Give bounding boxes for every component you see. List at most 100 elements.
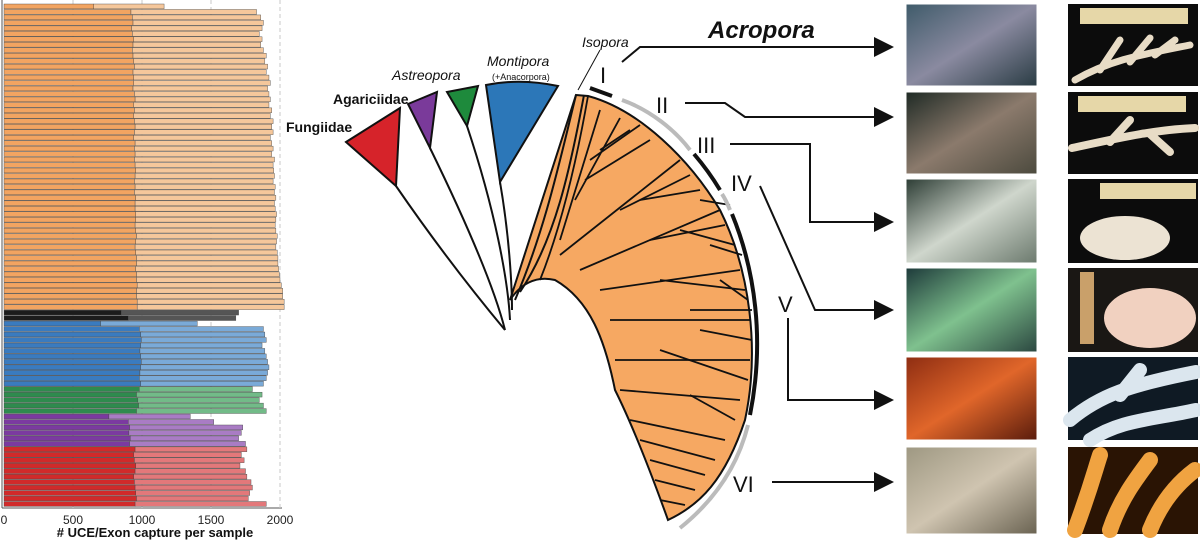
bar-exon bbox=[3, 249, 136, 256]
bar-exon bbox=[3, 479, 135, 485]
bar-uce bbox=[136, 260, 279, 267]
bar-exon bbox=[3, 381, 141, 387]
arrow-clade-III bbox=[730, 143, 894, 232]
x-tick-label: 1500 bbox=[198, 513, 225, 527]
bar-uce bbox=[141, 359, 268, 365]
bar-exon bbox=[3, 419, 129, 425]
clade-label-IV: IV bbox=[731, 171, 752, 196]
bar-exon bbox=[3, 315, 129, 321]
bar-uce bbox=[136, 299, 285, 305]
bar-uce bbox=[132, 20, 264, 26]
astreopora-triangle bbox=[445, 84, 480, 129]
bar-uce bbox=[132, 42, 261, 48]
bar-exon bbox=[3, 63, 135, 70]
bar-exon bbox=[3, 435, 131, 441]
bar-exon bbox=[3, 402, 139, 409]
bar-exon bbox=[3, 9, 132, 15]
bar-exon bbox=[3, 484, 136, 491]
bar-uce bbox=[139, 348, 266, 354]
bar-uce bbox=[134, 107, 272, 113]
bar-exon bbox=[3, 167, 136, 174]
clade-arc-V bbox=[730, 213, 760, 416]
bar-exon bbox=[3, 206, 136, 212]
bar-uce bbox=[135, 217, 277, 223]
bar-exon bbox=[3, 293, 137, 299]
arrow-clade-II bbox=[685, 102, 894, 127]
bar-uce bbox=[136, 495, 249, 502]
bar-uce bbox=[135, 227, 277, 234]
clade-arc-IV bbox=[720, 192, 732, 211]
bar-exon bbox=[3, 501, 136, 507]
bar-uce bbox=[133, 452, 242, 458]
bar-exon bbox=[3, 342, 141, 349]
bar-exon bbox=[3, 337, 142, 343]
bar-uce bbox=[133, 80, 271, 86]
bar-exon bbox=[3, 178, 135, 185]
bar-uce bbox=[135, 238, 277, 245]
bar-exon bbox=[3, 386, 140, 392]
bar-uce bbox=[128, 430, 242, 436]
bar-uce bbox=[133, 74, 270, 81]
bar-exon bbox=[3, 151, 136, 157]
bar-uce bbox=[129, 441, 246, 447]
bar-exon bbox=[3, 364, 141, 370]
bar-exon bbox=[3, 463, 136, 469]
bar-uce bbox=[134, 222, 276, 228]
bar-uce bbox=[130, 435, 239, 441]
bar-uce bbox=[132, 53, 267, 59]
bar-exon bbox=[3, 145, 135, 152]
label-montipora: Montipora bbox=[487, 53, 549, 69]
bar-exon bbox=[3, 424, 130, 431]
bar-exon bbox=[3, 58, 134, 64]
bar-uce bbox=[135, 266, 279, 272]
clade-arc-I bbox=[589, 86, 613, 98]
bar-exon bbox=[3, 271, 137, 277]
clade-label-III: III bbox=[697, 133, 715, 158]
label-acropora: Acropora bbox=[707, 17, 815, 44]
bar-uce bbox=[121, 309, 239, 316]
bar-exon bbox=[3, 3, 94, 10]
bar-uce bbox=[134, 96, 271, 103]
bar-exon bbox=[3, 413, 110, 420]
bar-exon bbox=[3, 222, 136, 228]
bar-uce bbox=[134, 63, 268, 70]
bar-uce bbox=[127, 419, 214, 425]
bar-uce bbox=[93, 3, 165, 10]
clade-arc-II bbox=[621, 98, 692, 152]
tree-backbone bbox=[395, 94, 585, 331]
bar-exon bbox=[3, 288, 137, 294]
acropora-clade-fill bbox=[509, 93, 753, 522]
bar-exon bbox=[3, 282, 138, 288]
bar-exon bbox=[3, 391, 137, 398]
bar-uce bbox=[134, 173, 275, 179]
chart-x-axis-label: # UCE/Exon capture per sample bbox=[57, 525, 254, 540]
bar-exon bbox=[3, 266, 136, 272]
clade-label-II: II bbox=[656, 93, 668, 118]
bar-uce bbox=[134, 129, 274, 135]
bar-exon bbox=[3, 74, 134, 81]
agariciidae-triangle bbox=[406, 90, 439, 152]
arrow-clade-V bbox=[787, 318, 894, 410]
bar-uce bbox=[133, 58, 266, 64]
bar-uce bbox=[135, 211, 277, 217]
bar-exon bbox=[3, 255, 137, 261]
bar-uce bbox=[133, 113, 271, 119]
bar-uce bbox=[140, 331, 266, 338]
bar-uce bbox=[129, 424, 243, 431]
bar-exon bbox=[3, 80, 134, 86]
photo-colony-VI bbox=[905, 446, 1038, 535]
bar-exon bbox=[3, 457, 135, 463]
bar-exon bbox=[3, 227, 136, 234]
bar-uce bbox=[136, 277, 281, 283]
bar-uce bbox=[136, 304, 285, 310]
bar-uce bbox=[134, 501, 267, 507]
clade-label-V: V bbox=[778, 292, 793, 317]
bar-exon bbox=[3, 53, 134, 59]
bar-exon bbox=[3, 309, 122, 316]
bar-exon bbox=[3, 20, 134, 26]
bar-uce bbox=[134, 145, 274, 152]
skeleton-shape-IV bbox=[1104, 288, 1196, 348]
bar-uce bbox=[132, 85, 268, 92]
bar-uce bbox=[140, 381, 264, 387]
